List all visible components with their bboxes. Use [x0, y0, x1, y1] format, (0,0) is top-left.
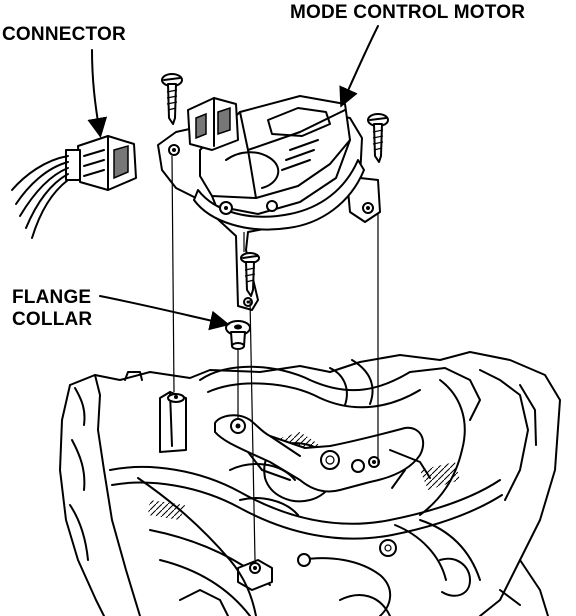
screw-left	[161, 73, 183, 125]
screw-right	[367, 113, 389, 163]
alignment-lines	[171, 155, 379, 561]
connector-leader-arrow	[87, 49, 108, 138]
label-connector: CONNECTOR	[2, 24, 126, 45]
mode-control-linkage	[214, 414, 431, 493]
screw-center	[240, 252, 260, 297]
mode-control-motor	[157, 95, 381, 311]
label-flange-collar-line2: COLLAR	[12, 309, 93, 330]
label-flange-collar-line1: FLANGE	[12, 287, 92, 308]
heater-housing	[59, 351, 561, 616]
lower-mounting-boss	[237, 559, 273, 591]
label-mode-control-motor: MODE CONTROL MOTOR	[290, 2, 526, 23]
wiring-connector	[11, 135, 137, 239]
flange-collar	[225, 320, 251, 350]
left-mounting-post	[159, 391, 187, 453]
flange-collar-leader-arrow	[99, 295, 230, 331]
control-rod	[137, 477, 257, 616]
label-flange-collar: FLANGE COLLAR	[12, 287, 92, 331]
motor-leader-arrow	[339, 25, 379, 108]
